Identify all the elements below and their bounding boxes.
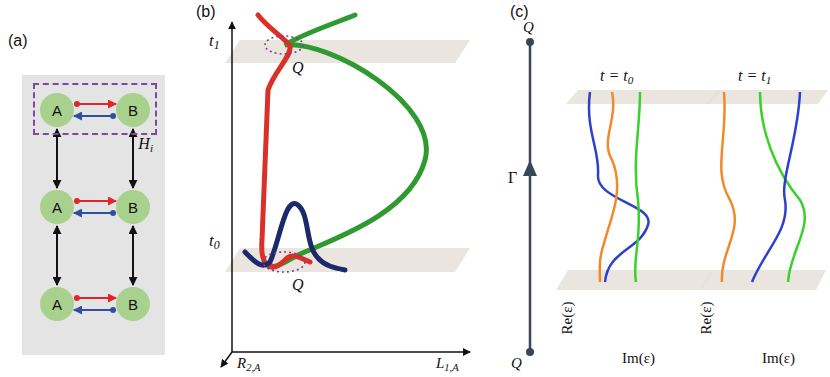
panel-tag: (a) (8, 33, 28, 49)
spectrum-curve (635, 92, 640, 282)
plot-3d (221, 15, 470, 367)
point-marker (265, 36, 303, 54)
symbol-subscript: 1 (214, 38, 220, 52)
axis-line (231, 22, 233, 352)
axis-label: Re(ε) (699, 302, 714, 335)
site-label: A (52, 103, 62, 118)
endpoint-dot (526, 348, 534, 356)
symbol-subscript: i (150, 142, 153, 154)
site-circle: A (40, 93, 74, 127)
axis-label: R2,A (237, 356, 260, 373)
symbol-base: L (436, 355, 444, 371)
site-label: B (128, 200, 138, 215)
site-label: B (128, 297, 138, 312)
axis-label: t = t0 (600, 68, 633, 86)
spectrum-curve (600, 92, 617, 282)
endpoint-dot (526, 38, 534, 46)
hopping-arrow (74, 115, 113, 117)
block-label: Hi (138, 136, 153, 154)
axis-label: Q (511, 356, 522, 371)
direction-arrow (523, 160, 537, 176)
symbol-base: t (209, 231, 214, 250)
axis-label: Re(ε) (560, 302, 575, 335)
hopping-arrow (74, 309, 113, 311)
axis-label: Γ (508, 170, 517, 186)
panel-tag: (b) (196, 4, 216, 20)
panel-ground (22, 75, 165, 355)
eigen-curve (245, 204, 345, 270)
coupling-arrow (56, 129, 58, 188)
symbol-base: R (237, 355, 246, 371)
symbol-subscript: 1 (766, 74, 772, 86)
axis-label: Q (292, 277, 304, 293)
site-circle: A (40, 287, 74, 321)
time-plane (700, 270, 826, 290)
site-circle: A (40, 190, 74, 224)
symbol-subscript: 0 (628, 74, 634, 86)
loop-panel (523, 38, 828, 356)
coupling-arrow (132, 226, 134, 285)
axis-label: L1,A (436, 356, 459, 373)
axis-label: Im(ε) (762, 351, 795, 366)
hopping-arrow (77, 103, 116, 105)
site-label: A (52, 200, 62, 215)
site-circle: B (116, 190, 150, 224)
axis-label: t1 (209, 32, 220, 52)
symbol-base: t = t (600, 67, 628, 84)
coupling-arrow (56, 226, 58, 285)
coupling-arrow (132, 129, 134, 188)
panel-tag: (c) (510, 4, 529, 20)
spectrum-curve (589, 92, 649, 282)
axis-label: t = t1 (738, 68, 771, 86)
hopping-arrow (74, 212, 113, 214)
subsystem-box: HiAB (33, 83, 157, 135)
axis-label: Q (523, 20, 534, 35)
symbol-subscript: 0 (214, 238, 220, 252)
axis-line (221, 352, 232, 367)
site-label: A (52, 297, 62, 312)
site-circle: B (116, 287, 150, 321)
eigen-curve (258, 15, 310, 267)
symbol-base: t = t (738, 67, 766, 84)
axis-label: Im(ε) (622, 351, 655, 366)
hopping-arrow (77, 297, 116, 299)
axis-label: t0 (209, 232, 220, 252)
axis-label: Q (292, 60, 304, 76)
spectrum-curve (752, 92, 800, 282)
site-label: B (128, 103, 138, 118)
spectrum-curve (721, 92, 735, 282)
symbol-subscript: 2,A (246, 362, 260, 373)
axis-line (232, 351, 470, 353)
hopping-arrow (77, 200, 116, 202)
symbol-base: t (209, 31, 214, 50)
site-circle: B (116, 93, 150, 127)
symbol-base: H (138, 135, 150, 152)
point-marker (263, 252, 305, 272)
loop-path (529, 42, 532, 352)
symbol-subscript: 1,A (444, 362, 458, 373)
